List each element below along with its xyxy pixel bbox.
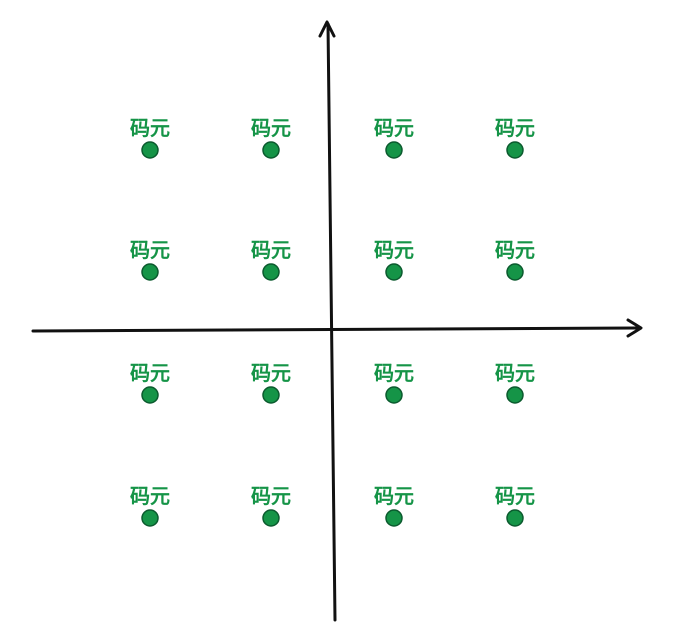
symbol-point bbox=[141, 386, 159, 404]
symbol-label: 码元 bbox=[251, 116, 291, 140]
symbol-point bbox=[262, 386, 280, 404]
symbol-point bbox=[141, 263, 159, 281]
constellation-symbol: 码元 bbox=[495, 484, 535, 527]
symbol-point bbox=[506, 509, 524, 527]
constellation-symbol: 码元 bbox=[251, 361, 291, 404]
horizontal-axis bbox=[31, 318, 643, 338]
constellation-symbol: 码元 bbox=[374, 361, 414, 404]
constellation-symbol: 码元 bbox=[374, 116, 414, 159]
constellation-points: 码元码元码元码元码元码元码元码元码元码元码元码元码元码元码元码元 bbox=[130, 116, 535, 527]
symbol-label: 码元 bbox=[130, 361, 170, 385]
vertical-axis bbox=[318, 20, 337, 622]
symbol-label: 码元 bbox=[374, 484, 414, 508]
symbol-point bbox=[385, 386, 403, 404]
constellation-symbol: 码元 bbox=[251, 116, 291, 159]
constellation-symbol: 码元 bbox=[130, 484, 170, 527]
symbol-label: 码元 bbox=[495, 361, 535, 385]
vertical-axis-arrow bbox=[318, 20, 336, 38]
symbol-label: 码元 bbox=[374, 361, 414, 385]
symbol-point bbox=[385, 263, 403, 281]
constellation-symbol: 码元 bbox=[130, 116, 170, 159]
symbol-point bbox=[506, 141, 524, 159]
symbol-point bbox=[262, 263, 280, 281]
symbol-point bbox=[141, 141, 159, 159]
constellation-symbol: 码元 bbox=[374, 484, 414, 527]
symbol-label: 码元 bbox=[374, 116, 414, 140]
symbol-point bbox=[141, 509, 159, 527]
symbol-label: 码元 bbox=[495, 238, 535, 262]
symbol-label: 码元 bbox=[495, 484, 535, 508]
constellation-symbol: 码元 bbox=[251, 238, 291, 281]
symbol-label: 码元 bbox=[130, 484, 170, 508]
symbol-label: 码元 bbox=[130, 116, 170, 140]
constellation-symbol: 码元 bbox=[495, 361, 535, 404]
constellation-symbol: 码元 bbox=[251, 484, 291, 527]
symbol-label: 码元 bbox=[251, 238, 291, 262]
constellation-symbol: 码元 bbox=[495, 116, 535, 159]
constellation-symbol: 码元 bbox=[495, 238, 535, 281]
symbol-label: 码元 bbox=[130, 238, 170, 262]
symbol-point bbox=[385, 141, 403, 159]
horizontal-axis-arrow bbox=[626, 318, 643, 338]
symbol-point bbox=[506, 263, 524, 281]
constellation-symbol: 码元 bbox=[374, 238, 414, 281]
symbol-point bbox=[262, 509, 280, 527]
symbol-label: 码元 bbox=[251, 484, 291, 508]
constellation-symbol: 码元 bbox=[130, 238, 170, 281]
symbol-point bbox=[385, 509, 403, 527]
symbol-label: 码元 bbox=[374, 238, 414, 262]
symbol-point bbox=[262, 141, 280, 159]
symbol-point bbox=[506, 386, 524, 404]
symbol-label: 码元 bbox=[495, 116, 535, 140]
constellation-symbol: 码元 bbox=[130, 361, 170, 404]
symbol-label: 码元 bbox=[251, 361, 291, 385]
